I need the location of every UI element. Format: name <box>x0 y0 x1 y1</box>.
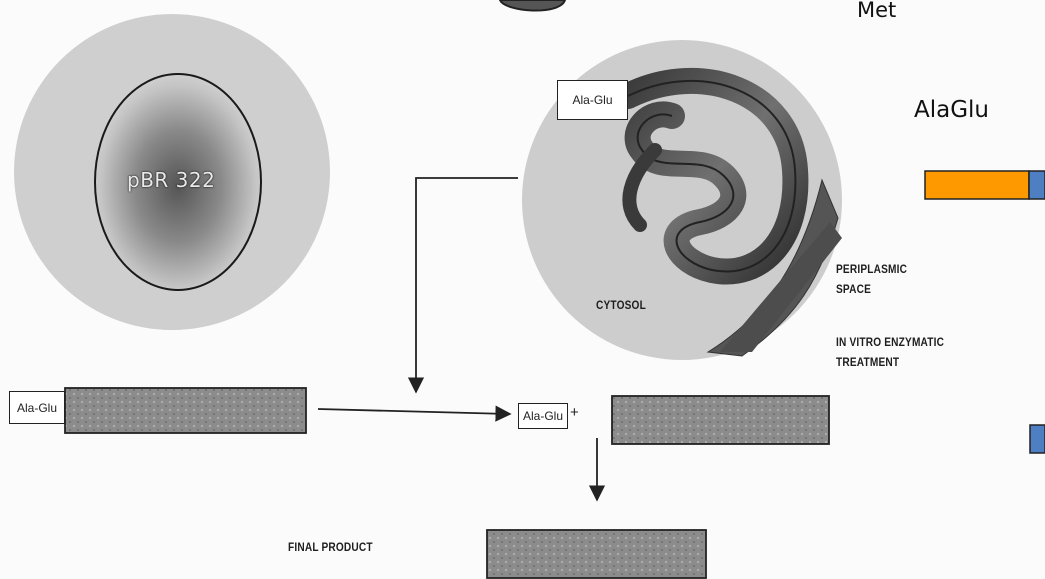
alaglu-label: AlaGlu <box>914 97 989 123</box>
plasmid-label: pBR 322 <box>127 168 215 192</box>
blue-segment-top <box>1029 171 1045 199</box>
periplasmic-label-line-2: SPACE <box>836 284 871 296</box>
tag-label-left: Ala-Glu <box>9 391 65 424</box>
treatment-label-line-2: TREATMENT <box>836 357 899 369</box>
final-product-bar <box>487 530 706 578</box>
tag-label-cytosol: Ala-Glu <box>557 80 628 120</box>
final-product-label: FINAL PRODUCT <box>288 542 373 554</box>
orange-segment <box>925 171 1029 199</box>
fusion-protein-left <box>65 388 306 433</box>
flow-arrow-horizontal <box>318 409 510 414</box>
blue-segment-bottom <box>1030 425 1045 453</box>
met-label: Met <box>857 0 896 22</box>
top-partial-shape <box>500 0 565 11</box>
tag-label-middle: Ala-Glu <box>518 403 568 429</box>
periplasmic-label-line-1: PERIPLASMIC <box>836 264 907 276</box>
plus-sign: + <box>570 404 579 421</box>
treatment-label-line-1: IN VITRO ENZYMATIC <box>836 337 944 349</box>
cytosol-label: CYTOSOL <box>596 300 646 312</box>
flow-line-cytosol <box>416 178 518 392</box>
product-bar-middle <box>612 396 829 444</box>
